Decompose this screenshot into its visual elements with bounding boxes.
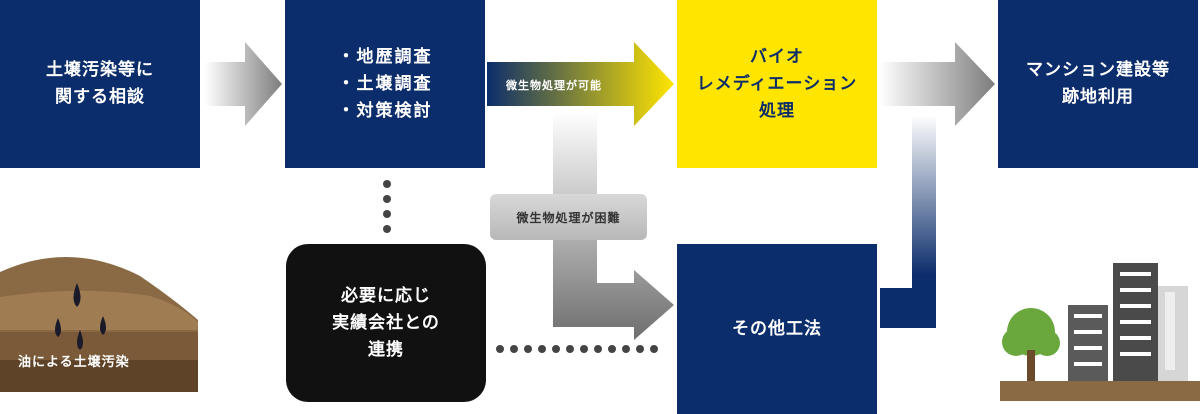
survey-list: 地歴調査 土壌調査 対策検討 [338, 44, 433, 125]
arrow-survey-to-other [553, 112, 674, 340]
connector-other-to-bio [880, 115, 936, 328]
soil-layers-icon [0, 256, 198, 402]
other-text: その他工法 [732, 318, 822, 339]
soil-caption: 油による土壌汚染 [18, 355, 130, 370]
dotted-vertical [383, 180, 391, 233]
arrow-consult-to-survey [205, 42, 282, 126]
bio-box: バイオ レメディエーション 処理 [677, 0, 877, 168]
other-box: その他工法 [677, 244, 877, 414]
survey-item: 対策検討 [338, 98, 433, 125]
survey-item: 土壌調査 [338, 71, 433, 98]
survey-box: 地歴調査 土壌調査 対策検討 [285, 0, 485, 168]
mansion-text: マンション建設等 跡地利用 [1026, 60, 1170, 107]
tree-and-buildings-icon [1000, 263, 1200, 401]
dotted-horizontal [496, 345, 658, 353]
survey-item: 地歴調査 [338, 44, 433, 71]
bio-text: バイオ レメディエーション 処理 [696, 46, 858, 121]
partner-text: 必要に応じ 実績会社との 連携 [332, 285, 440, 360]
consult-text: 土壌汚染等に 関する相談 [46, 60, 154, 107]
arrow-bio-to-mansion [880, 42, 995, 126]
difficult-label: 微生物処理が困難 [490, 194, 647, 240]
partner-box: 必要に応じ 実績会社との 連携 [286, 244, 486, 402]
possible-label: 微生物処理が可能 [506, 79, 602, 92]
mansion-box: マンション建設等 跡地利用 [998, 0, 1198, 168]
arrow-survey-to-bio [487, 42, 674, 126]
consult-box: 土壌汚染等に 関する相談 [0, 0, 200, 168]
